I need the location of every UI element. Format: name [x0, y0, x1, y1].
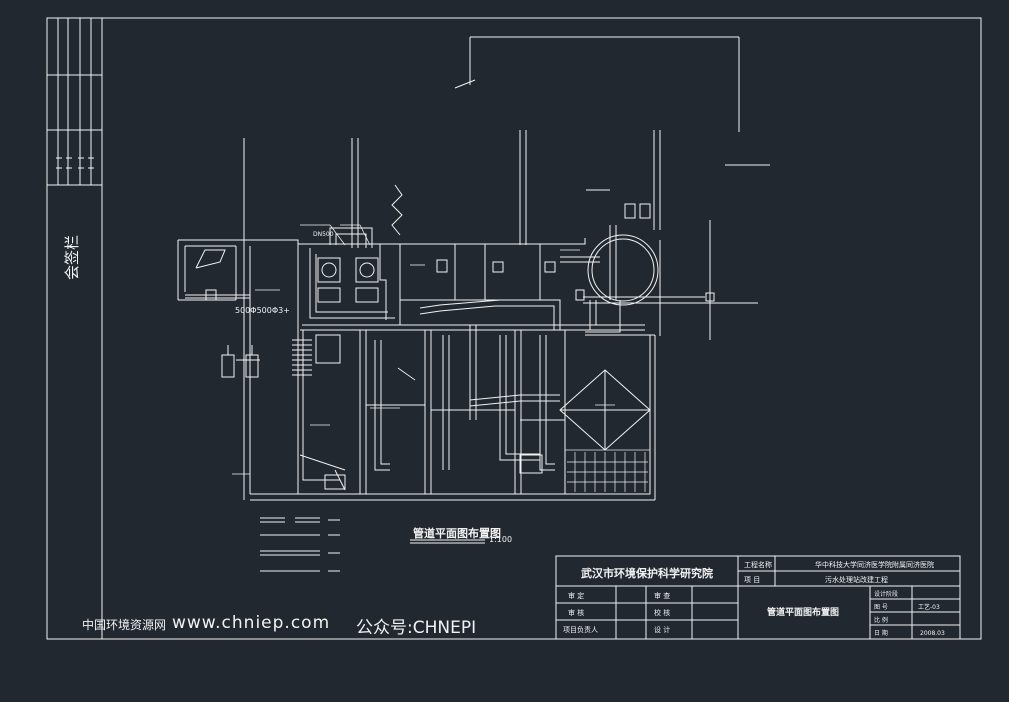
item-label: 项 目	[744, 576, 760, 584]
title-underline	[410, 539, 485, 544]
stamp-label: 会签栏	[63, 235, 81, 280]
diamond-unit	[559, 369, 651, 451]
project-name: 华中科技大学同济医学院附属同济医院	[815, 560, 934, 569]
check-label: 审 查	[654, 591, 670, 600]
watermark-site-name: 中国环境资源网	[82, 618, 167, 632]
watermark-url[interactable]: www.chniep.com	[172, 613, 331, 633]
stairs	[292, 339, 312, 376]
audit-label: 审 定	[568, 591, 584, 600]
stamp-column	[47, 18, 102, 186]
date-label: 日 期	[874, 629, 888, 637]
outer-frame	[46, 17, 982, 640]
watermark-wechat: 公众号:CHNEPI	[356, 618, 477, 638]
zigzag-vent	[391, 184, 403, 236]
inner-frame	[101, 17, 982, 640]
sheet-title: 管道平面图布置图	[767, 606, 839, 618]
side-cylinders	[221, 345, 259, 378]
circular-tank	[583, 189, 758, 340]
project-name-label: 工程名称	[744, 560, 772, 569]
responsible-label: 项目负责人	[563, 625, 598, 634]
date-value: 2008.03	[920, 630, 945, 637]
tank-label: DN500	[313, 231, 334, 238]
design-label: 设 计	[654, 625, 670, 634]
review-label: 审 核	[568, 608, 584, 617]
drawing-scale: 1:100	[489, 535, 512, 544]
pipes	[185, 225, 621, 491]
stack-note: 500Φ500Φ3+	[235, 306, 290, 315]
hatched-area	[564, 449, 651, 495]
equipment	[205, 203, 715, 490]
legend	[260, 517, 340, 572]
leaders	[232, 224, 615, 475]
partitions	[302, 244, 645, 494]
building-outline	[177, 130, 661, 501]
top-right-enclosure	[454, 36, 770, 166]
scale-label: 比 例	[874, 616, 888, 624]
item-value: 污水处理站改建工程	[825, 575, 888, 584]
institute-name: 武汉市环境保护科学研究院	[581, 566, 713, 580]
drawing-title: 管道平面图布置图	[413, 526, 501, 540]
drawing-no-label: 图 号	[874, 604, 888, 611]
title-block-grid	[555, 555, 961, 640]
proofread-label: 校 核	[654, 608, 670, 617]
drawing-no: 工艺-03	[918, 603, 940, 611]
design-stage-label: 设计阶段	[874, 590, 898, 598]
